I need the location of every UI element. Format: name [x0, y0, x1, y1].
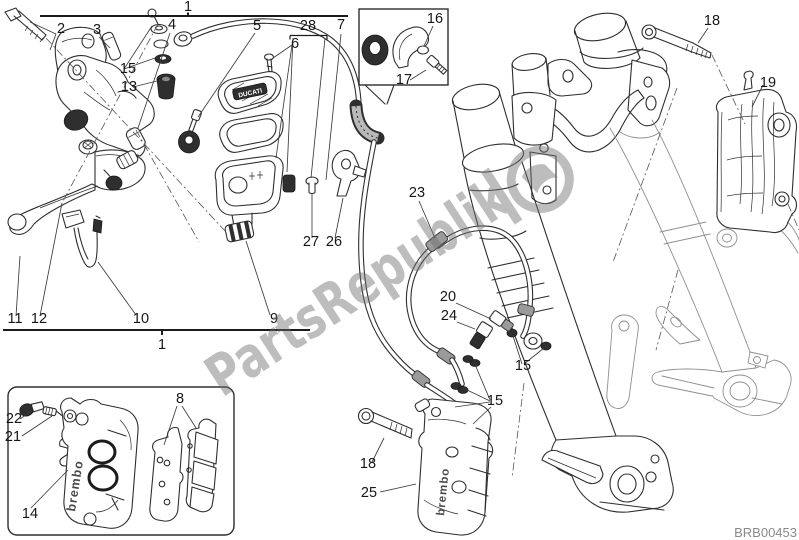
caliper-bolt-18-bottom: [357, 407, 413, 439]
callout-28: 28: [300, 18, 316, 34]
callout-13: 13: [121, 79, 137, 95]
callout-2: 2: [57, 21, 65, 37]
brake-lever: [7, 149, 146, 235]
reservoir-grommet: [282, 174, 296, 193]
screw-5: [188, 109, 202, 133]
callout-15-b: 15: [515, 358, 531, 374]
part-code: BRB00453: [734, 525, 797, 540]
callout-19: 19: [760, 75, 776, 91]
callout-10: 10: [133, 311, 149, 327]
bleed-screw-21: [42, 406, 63, 417]
callout-24: 24: [441, 308, 457, 324]
callout-9: 9: [270, 311, 278, 327]
leader-lines: [15, 21, 764, 509]
clamp-bolt-17: [426, 54, 448, 75]
callout-22: 22: [6, 411, 22, 427]
callout-20: 20: [440, 289, 456, 305]
callout-17: 17: [396, 72, 412, 88]
reservoir-cap: DUCATI: [217, 71, 282, 114]
reservoir-plug: [305, 176, 319, 195]
caliper-front-brand: brembo: [435, 467, 452, 516]
hose-fitting-24: [469, 321, 493, 350]
caliper-box-body: brembo: [60, 397, 139, 529]
brake-switch-wire: [61, 209, 103, 268]
callout-1-bottom: 1: [158, 337, 166, 353]
hose-clamp-17: [392, 26, 430, 69]
callout-15-c: 15: [487, 393, 503, 409]
detail-box-grommet: [358, 8, 449, 105]
callout-6: 6: [291, 36, 299, 52]
fluid-reservoir: [214, 155, 284, 227]
fluid-reservoir-assembly: DUCATI: [214, 53, 367, 243]
callout-3: 3: [93, 22, 101, 38]
clamp-nut-16: [416, 45, 430, 55]
callout-18-top: 18: [704, 13, 720, 29]
callout-4: 4: [168, 17, 176, 33]
cap-screw: [263, 53, 275, 73]
rubber-grommet: [178, 130, 200, 154]
callout-labels: 1 2 3 4 5 28 6 7 15 13 16 17 18 19 23 27…: [5, 0, 776, 522]
callout-8: 8: [176, 391, 184, 407]
reservoir-hose-boot: [224, 220, 255, 243]
hose-sleeve-23: [425, 231, 448, 252]
callout-15-a: 15: [120, 61, 136, 77]
reservoir-clamp: [331, 149, 367, 197]
caliper-bolt-18-top: [641, 24, 712, 59]
watermark-logo-icon: [481, 145, 574, 225]
reservoir-cap-brand: DUCATI: [238, 88, 263, 100]
callout-1-top: 1: [184, 0, 192, 15]
callout-11: 11: [7, 311, 22, 327]
lever-pin: [101, 31, 122, 61]
callout-16: 16: [427, 11, 443, 27]
callout-18-bottom: 18: [360, 456, 376, 472]
callout-5: 5: [253, 18, 261, 34]
front-brake-caliper-left: brembo: [357, 398, 494, 536]
group-brackets: [3, 12, 348, 335]
banjo-eye: [523, 332, 543, 350]
bleed-valve-22: [19, 401, 45, 417]
front-fork: [451, 12, 799, 513]
callout-25: 25: [361, 485, 377, 501]
front-brake-caliper-right: [715, 70, 798, 234]
brake-pads: [149, 418, 219, 522]
callout-27: 27: [303, 234, 319, 250]
phantom-lines: [45, 23, 799, 479]
callout-7: 7: [337, 17, 345, 33]
bushing-13: [156, 73, 176, 100]
reservoir-diaphragm: [219, 113, 284, 153]
detail-box-caliper: brembo: [7, 386, 235, 536]
banjo-bolt-20: [488, 310, 514, 332]
brake-master-cylinder-assembly: [4, 7, 202, 268]
mounting-bolt: [4, 7, 47, 43]
callout-23: 23: [409, 185, 425, 201]
callout-12: 12: [31, 311, 47, 327]
callout-14: 14: [22, 506, 38, 522]
callout-21: 21: [5, 429, 21, 445]
callout-26: 26: [326, 234, 342, 250]
